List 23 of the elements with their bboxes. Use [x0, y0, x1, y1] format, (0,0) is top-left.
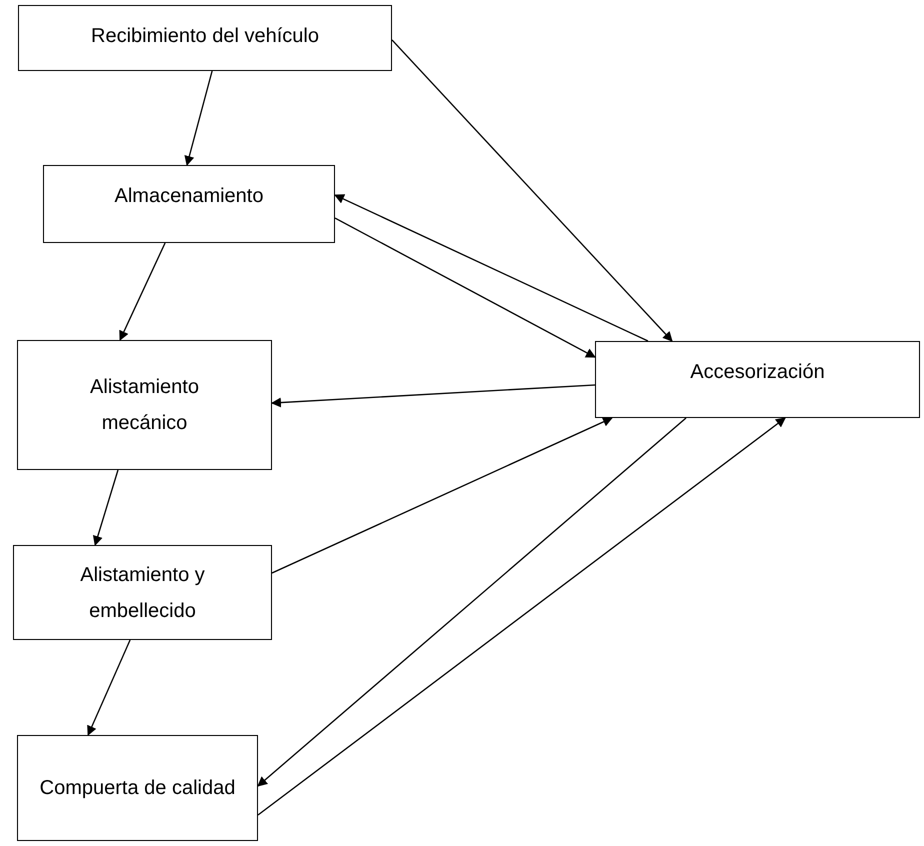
process-box — [13, 545, 272, 640]
box-label: Compuerta de calidad — [40, 776, 236, 801]
box-label: Alistamiento y embellecido — [79, 562, 206, 624]
arrow — [258, 417, 786, 816]
arrow — [392, 40, 673, 342]
process-box — [17, 340, 272, 470]
process-box — [595, 341, 920, 418]
process-box — [18, 5, 392, 71]
arrow — [257, 418, 686, 787]
box-label: Alistamiento mecánico — [89, 375, 200, 436]
box-label: Recibimiento del vehículo — [91, 24, 319, 49]
process-box — [17, 735, 258, 841]
arrow — [334, 217, 596, 358]
box-label: Accesorización — [690, 360, 825, 385]
process-box — [43, 165, 335, 243]
arrow — [119, 242, 166, 341]
arrow — [184, 70, 213, 166]
box-label: Almacenamiento — [114, 184, 264, 209]
arrow — [92, 470, 119, 546]
arrow — [87, 640, 131, 736]
arrow — [272, 417, 613, 574]
arrow — [334, 194, 648, 342]
arrow — [271, 384, 596, 408]
